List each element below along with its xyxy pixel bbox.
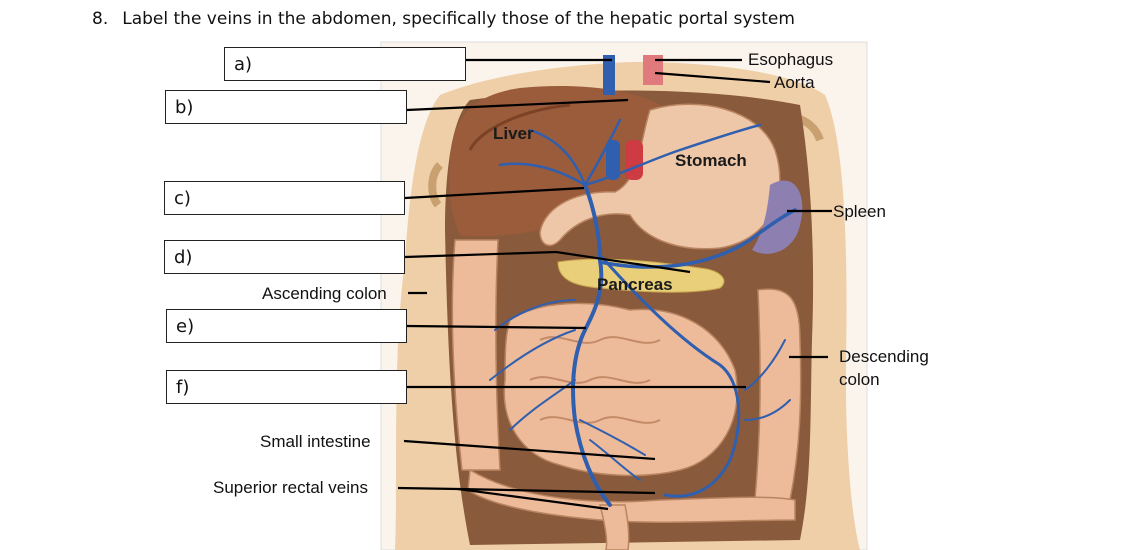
leader-small-intestine (403, 439, 656, 461)
label-descending-colon-line2: colon (839, 370, 880, 389)
label-aorta: Aorta (774, 73, 815, 92)
question-prompt: Label the veins in the abdomen, specific… (122, 9, 795, 29)
leader-rectal-1 (397, 486, 459, 491)
label-descending-colon-line1: Descending (839, 347, 929, 366)
answer-box-f-label: f) (176, 377, 190, 398)
sigmoid-colon (467, 468, 796, 523)
leader-rectal-3 (457, 487, 609, 511)
leader-rectal-2 (457, 487, 656, 495)
label-stomach: Stomach (675, 151, 747, 170)
portal-vein-network (489, 118, 797, 507)
rib (428, 162, 444, 208)
hepatic-veins (498, 118, 622, 187)
stomach (539, 103, 781, 250)
leader-c (404, 186, 585, 200)
answer-box-a[interactable]: a) (224, 47, 466, 81)
inferior-vena-cava-lower (606, 140, 620, 180)
leader-b (406, 98, 629, 112)
descending-colon (754, 288, 802, 501)
leader-aorta (654, 71, 771, 84)
ascending-colon (451, 239, 501, 471)
superior-mesenteric-vein (571, 183, 612, 507)
leader-e (406, 324, 587, 330)
leader-d1 (404, 250, 557, 259)
label-small-intestine: Small intestine (260, 432, 371, 451)
label-liver: Liver (493, 124, 534, 143)
liver-lobe-edge (468, 103, 571, 151)
question-number: 8. (92, 9, 109, 29)
label-superior-rectal-veins: Superior rectal veins (213, 478, 368, 497)
answer-box-b[interactable]: b) (165, 90, 407, 124)
spleen (752, 180, 803, 254)
label-esophagus: Esophagus (748, 50, 834, 69)
aorta (625, 140, 643, 180)
answer-box-e-label: e) (176, 316, 195, 337)
esophagus (643, 55, 663, 85)
answer-box-b-label: b) (175, 97, 194, 118)
splenic-vein (598, 208, 797, 269)
intestinal-veins (579, 419, 646, 481)
answer-box-c[interactable]: c) (164, 181, 405, 215)
leader-d2 (555, 250, 691, 274)
answer-box-e[interactable]: e) (166, 309, 407, 343)
label-ascending-colon: Ascending colon (262, 284, 387, 303)
label-spleen: Spleen (833, 202, 886, 221)
small-intestine (503, 302, 738, 477)
gastric-vein (583, 123, 762, 187)
answer-box-d[interactable]: d) (164, 240, 405, 274)
inferior-vena-cava (603, 55, 615, 95)
rectum (599, 504, 630, 550)
question-text: 8. Label the veins in the abdomen, specif… (92, 9, 795, 29)
left-colic-veins (744, 339, 791, 421)
answer-box-d-label: d) (174, 247, 193, 268)
answer-box-a-label: a) (234, 54, 253, 75)
colic-veins (489, 299, 576, 431)
answer-box-c-label: c) (174, 188, 191, 209)
inferior-mesenteric-vein (598, 253, 741, 498)
label-pancreas: Pancreas (597, 275, 673, 294)
answer-box-f[interactable]: f) (166, 370, 407, 404)
leader-lines (397, 58, 832, 511)
